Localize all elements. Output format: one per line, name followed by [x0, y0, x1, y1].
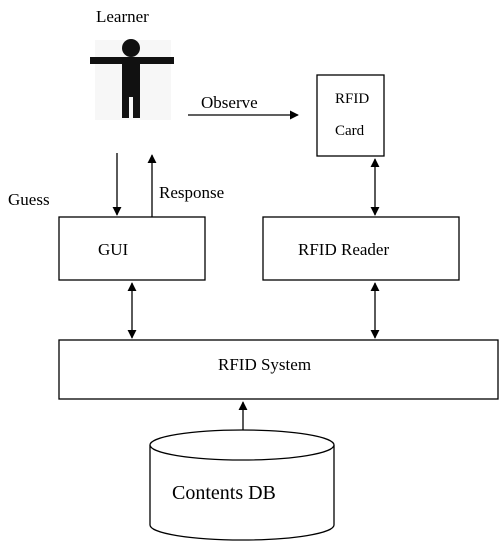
rfid-system-box: [58, 339, 499, 400]
contents-db-label: Contents DB: [172, 482, 276, 504]
observe-label: Observe: [201, 93, 258, 112]
database-icon: [149, 429, 335, 541]
rfid-card-box: [316, 74, 385, 157]
rfid-card-label-line1: RFID: [335, 91, 370, 107]
rfid-system-label: RFID System: [218, 355, 312, 374]
person-icon: [90, 39, 174, 120]
rfid-card-label-line2: Card: [335, 123, 365, 139]
guess-label: Guess: [8, 190, 50, 209]
gui-box: [58, 216, 206, 281]
response-label: Response: [159, 183, 225, 202]
rfid-reader-box: [262, 216, 460, 281]
rfid-reader-label: RFID Reader: [298, 240, 390, 259]
learner-label: Learner: [96, 7, 149, 26]
gui-label: GUI: [98, 240, 129, 259]
